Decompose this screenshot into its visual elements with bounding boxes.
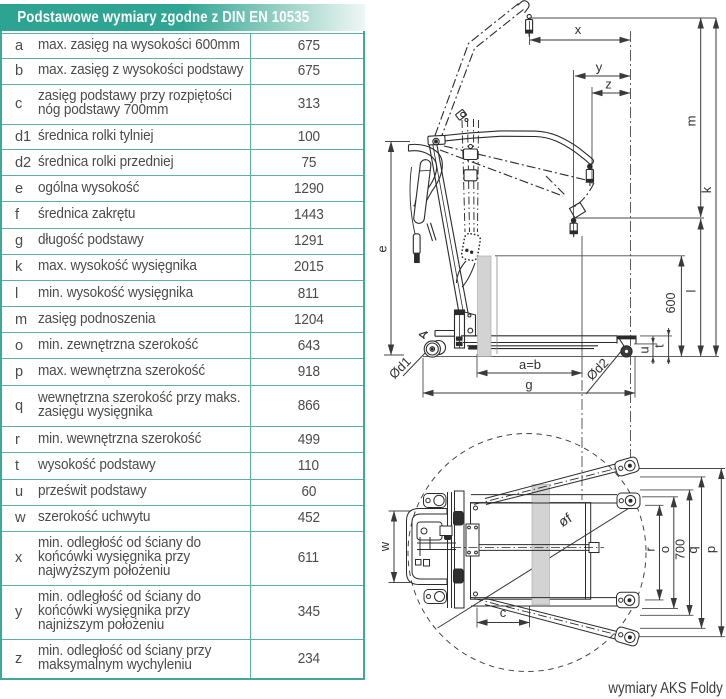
svg-text:c: c — [500, 605, 507, 620]
svg-text:t: t — [652, 344, 667, 348]
svg-text:Ød2: Ød2 — [583, 355, 611, 383]
svg-text:r: r — [643, 547, 658, 552]
svg-text:z: z — [605, 77, 612, 92]
svg-text:k: k — [699, 186, 714, 193]
svg-text:g: g — [525, 377, 532, 392]
svg-text:o: o — [657, 546, 672, 553]
svg-text:w: w — [377, 541, 392, 552]
svg-text:m: m — [684, 116, 699, 127]
svg-text:y: y — [596, 60, 603, 75]
svg-text:øf: øf — [555, 510, 574, 530]
svg-text:p: p — [703, 546, 718, 553]
svg-text:e: e — [375, 245, 390, 252]
svg-text:q: q — [685, 546, 700, 553]
svg-text:700: 700 — [674, 539, 688, 560]
svg-text:x: x — [575, 22, 582, 37]
svg-text:u: u — [637, 346, 652, 353]
svg-text:Ød1: Ød1 — [386, 354, 414, 382]
svg-text:600: 600 — [664, 293, 678, 314]
svg-text:a=b: a=b — [519, 357, 541, 372]
svg-text:l: l — [684, 289, 699, 292]
